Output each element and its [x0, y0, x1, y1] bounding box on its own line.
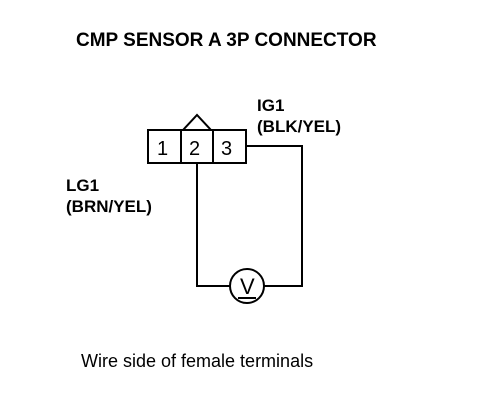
caption: Wire side of female terminals [81, 351, 313, 371]
voltmeter-icon: V [229, 268, 265, 304]
pin-1-label: 1 [157, 138, 168, 160]
ig1-color-label: (BLK/YEL) [257, 117, 341, 136]
lg1-label: LG1 [66, 176, 99, 195]
pin-2-label: 2 [189, 138, 200, 160]
connector: 1 2 3 [147, 113, 247, 164]
connector-lock-tab [182, 113, 212, 131]
lg1-color-label: (BRN/YEL) [66, 197, 152, 216]
voltmeter-circle [229, 268, 265, 304]
wire-pin-2-to-meter [196, 163, 230, 287]
pin-3-label: 3 [221, 138, 232, 160]
voltmeter-symbol: V [240, 274, 255, 299]
wire-pin-3-to-meter [246, 145, 303, 287]
ig1-label: IG1 [257, 96, 284, 115]
diagram-title: CMP SENSOR A 3P CONNECTOR [76, 30, 377, 51]
